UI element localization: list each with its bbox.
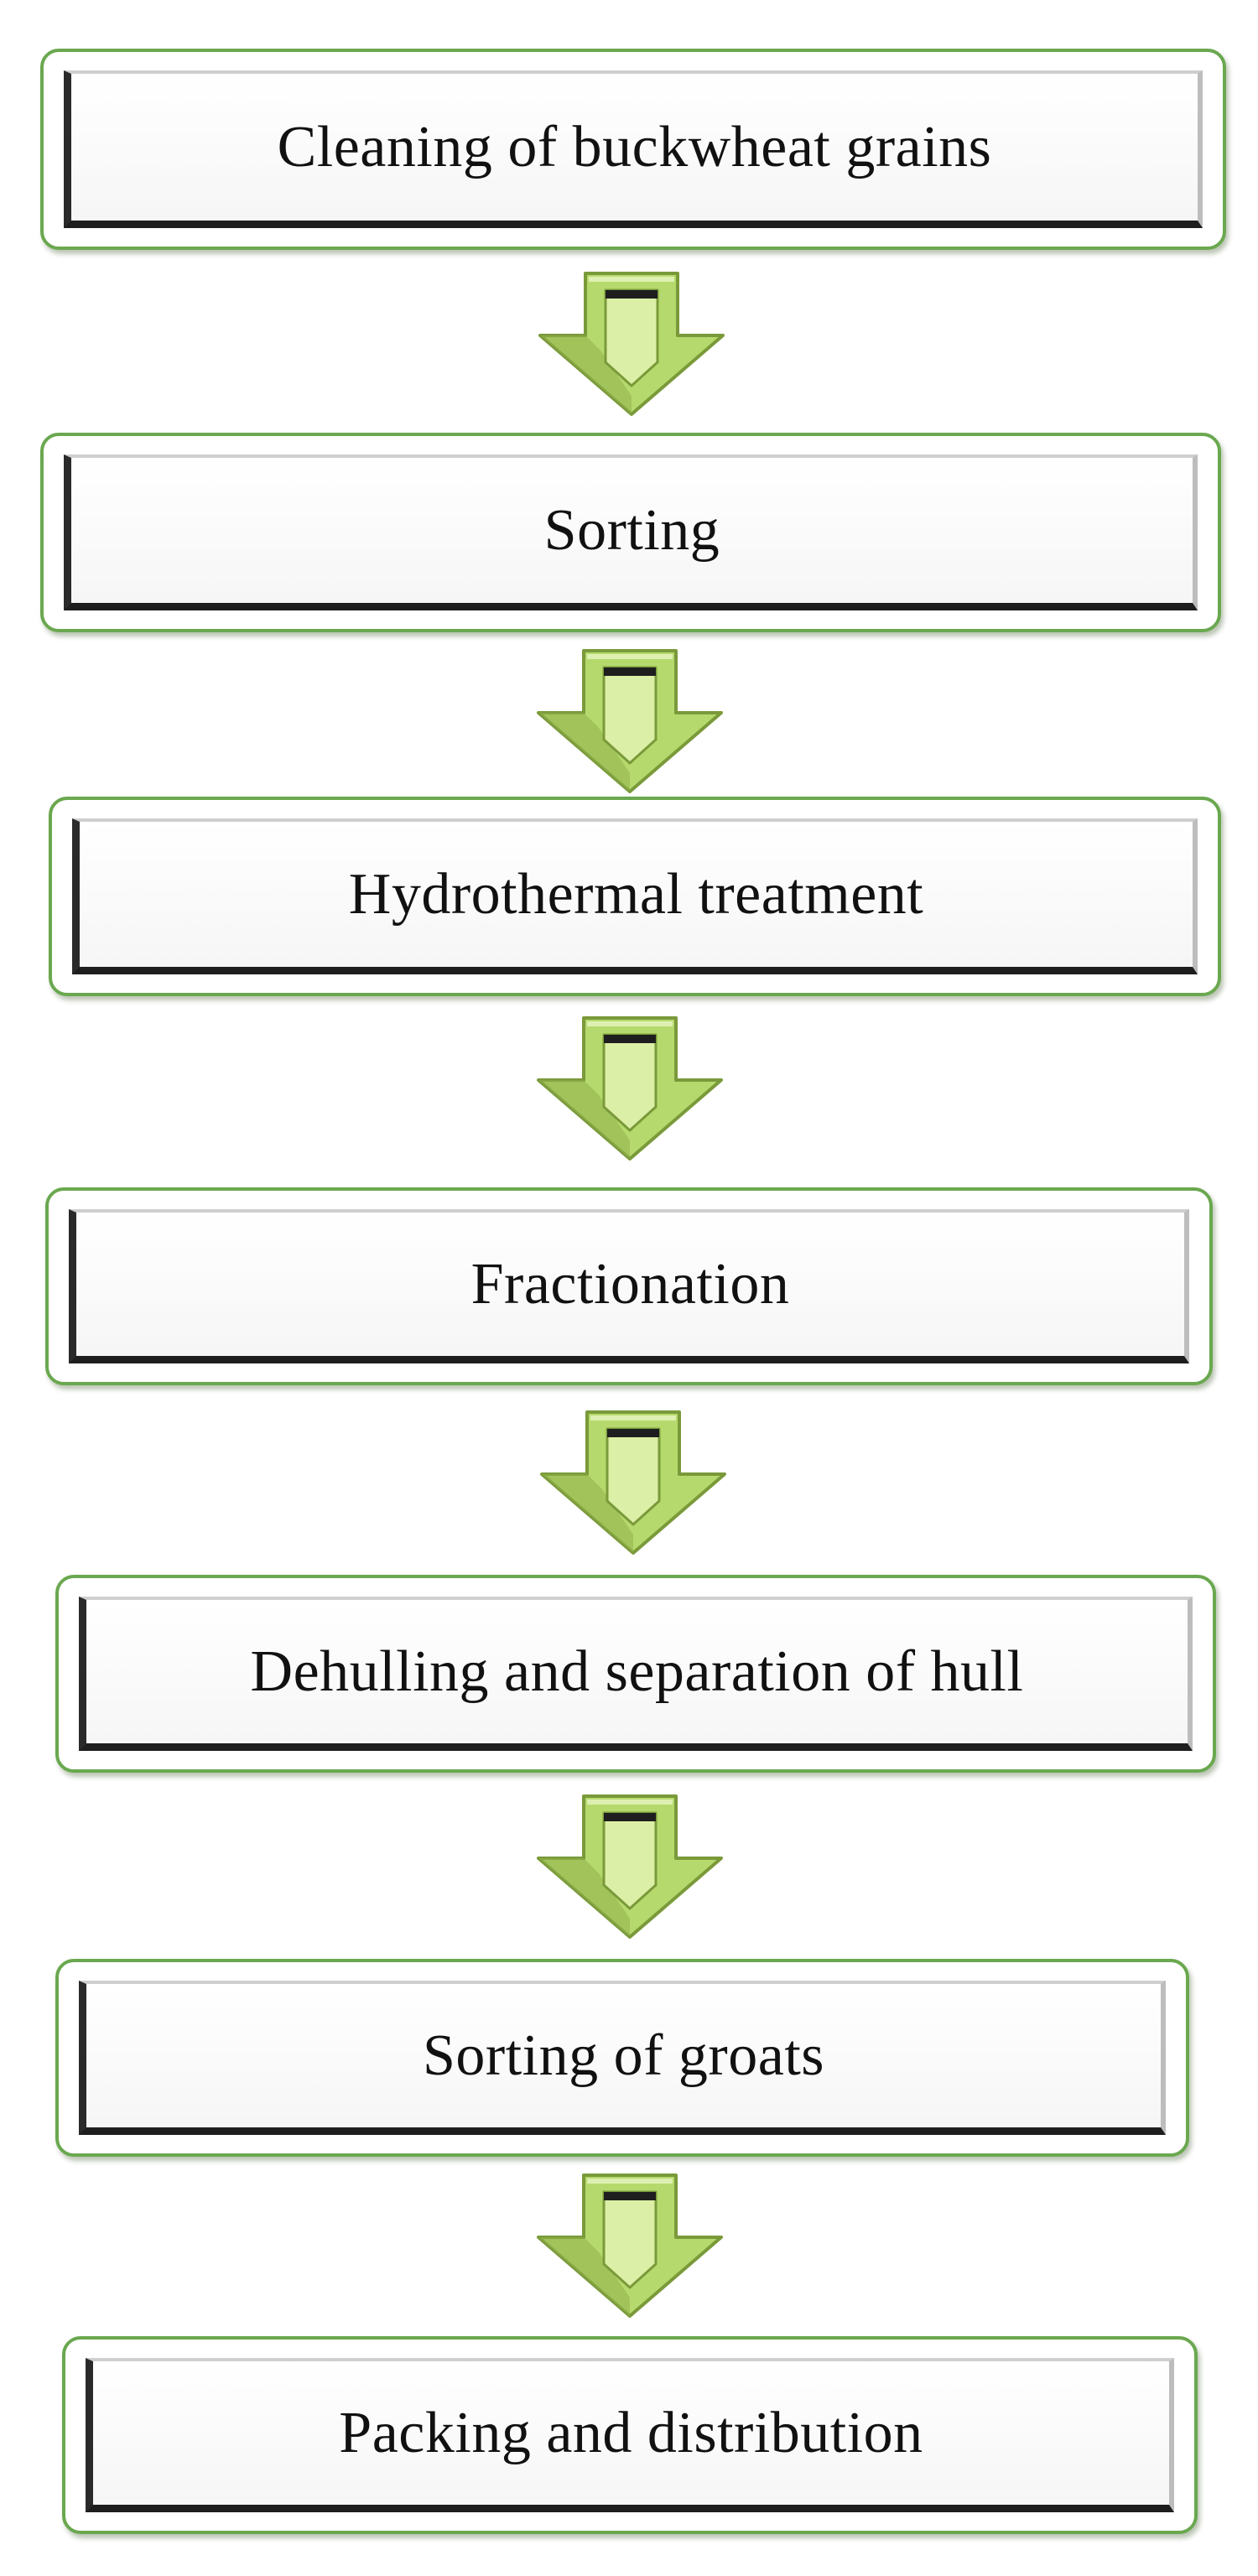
step-inner-frame: Fractionation (69, 1209, 1189, 1363)
step-inner-frame: Hydrothermal treatment (72, 818, 1198, 974)
step-inner-frame: Packing and distribution (86, 2358, 1174, 2512)
step-box-cleaning: Cleaning of buckwheat grains (40, 49, 1226, 250)
step-label-dehulling: Dehulling and separation of hull (250, 1639, 1024, 1704)
step-inner-frame: Cleaning of buckwheat grains (64, 70, 1203, 228)
step-label-hydrothermal-treatment: Hydrothermal treatment (348, 861, 924, 927)
step-box-hydrothermal-treatment: Hydrothermal treatment (49, 797, 1221, 996)
down-arrow-icon (533, 647, 726, 795)
step-label-cleaning: Cleaning of buckwheat grains (277, 114, 992, 179)
step-inner-frame: Sorting of groats (79, 1981, 1166, 2135)
step-box-fractionation: Fractionation (45, 1187, 1213, 1385)
down-arrow-icon (537, 1409, 730, 1556)
down-arrow-icon (533, 1015, 726, 1162)
step-box-sorting: Sorting (40, 433, 1221, 632)
step-inner-frame: Dehulling and separation of hull (79, 1597, 1193, 1751)
step-label-sorting: Sorting (543, 497, 720, 563)
down-arrow-icon (533, 2172, 726, 2319)
step-inner-frame: Sorting (64, 454, 1198, 610)
step-label-packing: Packing and distribution (339, 2400, 923, 2465)
down-arrow-icon (533, 1793, 726, 1940)
step-label-sorting-of-groats: Sorting of groats (422, 2023, 825, 2088)
step-box-dehulling: Dehulling and separation of hull (55, 1575, 1216, 1773)
step-box-packing: Packing and distribution (62, 2336, 1198, 2534)
step-label-fractionation: Fractionation (470, 1251, 790, 1317)
step-box-sorting-of-groats: Sorting of groats (55, 1959, 1189, 2157)
down-arrow-icon (535, 270, 728, 418)
